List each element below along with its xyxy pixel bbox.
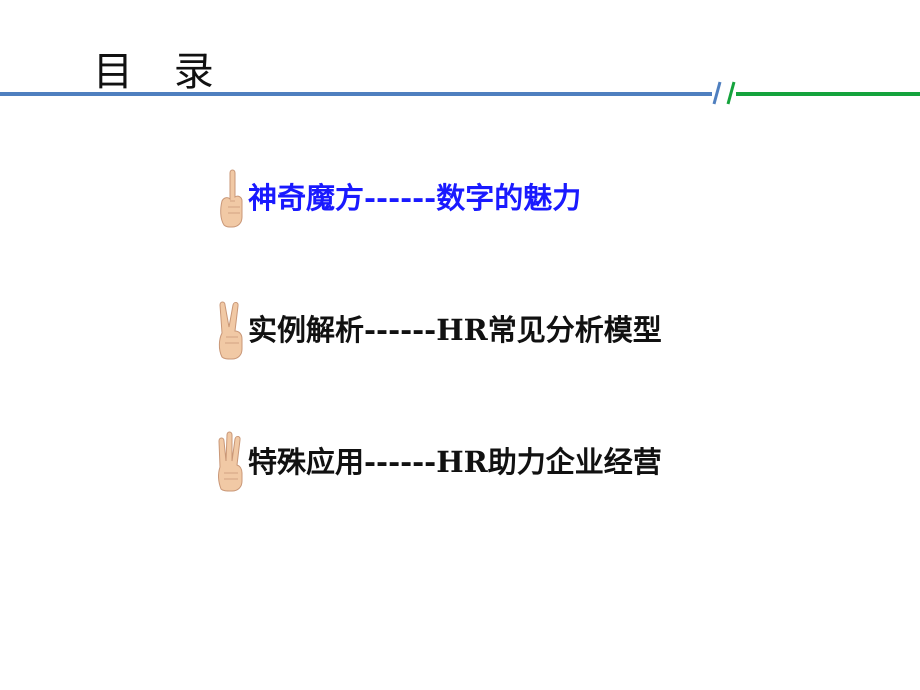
three-finger-hand-icon — [218, 431, 243, 492]
toc-item-3-text: 特殊应用------HR助力企业经营 — [248, 445, 662, 479]
toc-item-2: 实例解析------HR常见分析模型 — [216, 298, 662, 362]
toc-item-2-text: 实例解析------HR常见分析模型 — [248, 313, 662, 347]
toc-item-1: 神奇魔方------数字的魅力 — [216, 166, 581, 230]
two-finger-hand-icon — [218, 301, 243, 360]
toc-item-3: 特殊应用------HR助力企业经营 — [216, 430, 662, 494]
header-divider — [0, 81, 920, 105]
toc-item-1-text: 神奇魔方------数字的魅力 — [248, 181, 582, 215]
slide-title: 目 录 — [93, 49, 228, 95]
one-finger-hand-icon — [220, 169, 243, 228]
header-divider-slash-2 — [726, 81, 736, 105]
header-divider-slash-1 — [712, 81, 722, 105]
